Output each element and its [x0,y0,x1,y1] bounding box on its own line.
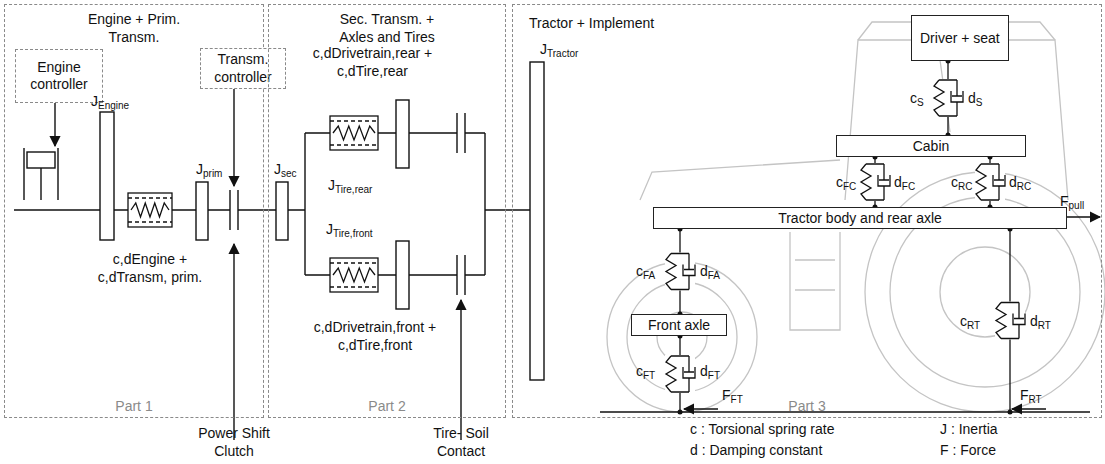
annotation: c,dDrivetrain,rear + c,dTire,rear [305,44,440,80]
box-label: Cabin [913,138,950,155]
annotation: J : Inertia [940,420,998,438]
symbol-label: Jsec [274,160,297,178]
symbol-label: JTractor [540,40,578,58]
part-label: Part 2 [269,398,505,414]
symbol-label: dS [968,89,982,107]
group-region: Tractor + ImplementPart 3 Driver + seatCa… [512,4,1102,418]
controller-box: Engine controller [15,49,103,103]
process-box: Tractor body and rear axle [653,207,1067,229]
spring-damper-symbol [996,303,1025,339]
symbol-label: cFA [636,262,655,280]
annotation: Power Shift Clutch [192,424,276,460]
spring-damper-symbol [976,164,1005,200]
annotation: F : Force [940,441,996,459]
box-label: Driver + seat [920,30,1000,47]
torsional-spring-symbol [330,116,378,150]
symbol-label: FFT [722,386,743,404]
symbol-label: cS [910,89,924,107]
group-heading: Tractor + Implement [529,15,654,33]
symbol-label: dFA [700,262,720,280]
symbol-label: Fpull [1060,192,1084,210]
controller-box: Transm. controller [200,48,286,89]
tractor-outline [607,22,1105,412]
spring-damper-symbol [666,254,695,290]
drivetrain [14,62,544,440]
symbol-label: cRC [951,173,972,191]
joint-dot [678,410,683,415]
symbol-label: cRT [960,312,980,330]
group-heading: Sec. Transm. + Axles and Tires [322,11,452,46]
torsional-spring-symbol [128,193,172,227]
box-label: Engine controller [22,59,96,94]
group-heading: Engine + Prim. Transm. [74,11,194,46]
process-box: Cabin [836,135,1026,157]
group-heading: Sec. Transm. + Axles and Tires [269,11,505,46]
joint-dot [1008,410,1013,415]
process-box: Driver + seat [911,15,1009,61]
box-label: Front axle [648,317,710,334]
symbol-label: dRC [1009,173,1031,191]
annotation: c,dEngine + c,dTransm, prim. [85,250,215,286]
symbol-label: JEngine [91,92,129,110]
torsional-spring-symbol [330,258,378,292]
symbol-label: dFT [700,362,720,380]
annotation: c : Torsional spring rate [690,420,834,438]
annotation: c,dDrivetrain,front + c,dTire,front [305,318,445,354]
group-heading: Tractor + Implement [529,15,1101,33]
symbol-label: dFC [894,173,915,191]
symbol-label: dRT [1030,312,1051,330]
box-label: Tractor body and rear axle [778,210,942,227]
spring-damper-symbol [861,164,890,200]
ground-and-forces [600,217,1100,412]
symbol-label: cFC [836,173,856,191]
annotation: Tire- Soil Contact [419,424,503,460]
symbol-label: FRT [1020,386,1042,404]
spring-damper-symbol [666,356,695,392]
process-box: Front axle [631,314,727,336]
group-heading: Engine + Prim. Transm. [5,11,263,46]
symbol-label: Jprim [196,160,222,178]
symbol-label: JTire,front [326,220,373,238]
symbol-label: JTire,rear [328,176,372,194]
symbol-label: cFT [636,362,655,380]
spring-damper-symbol [934,80,963,116]
part-label: Part 3 [513,398,1101,414]
annotation: d : Damping constant [690,441,822,459]
part-label: Part 1 [5,398,263,414]
